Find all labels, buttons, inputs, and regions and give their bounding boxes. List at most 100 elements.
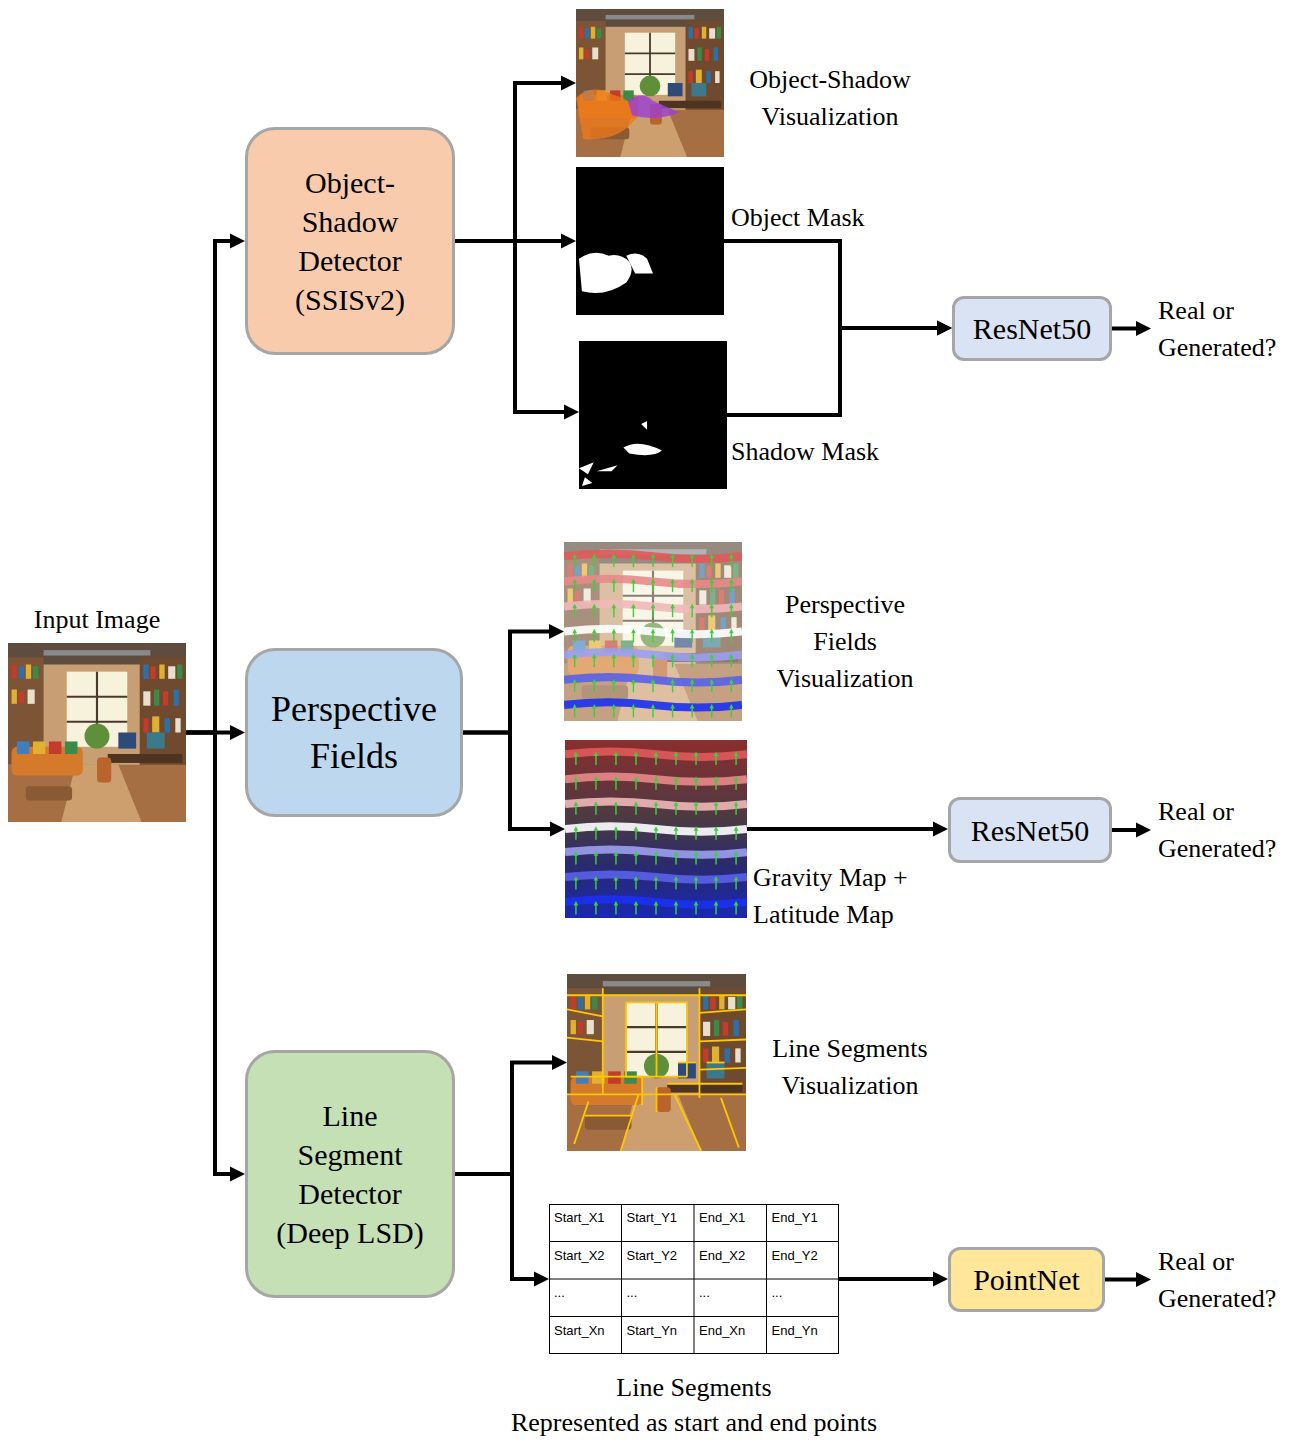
picture-part: [592, 554, 597, 558]
picture-part: [634, 901, 639, 905]
picture-part: [174, 690, 179, 706]
connector: [747, 822, 948, 837]
picture-part: [690, 654, 695, 658]
box-text-group: Perspective Fields: [259, 686, 449, 780]
picture-part: [565, 740, 747, 918]
picture-part: [579, 253, 632, 293]
picture-part: [641, 1077, 643, 1105]
picture-part: [606, 15, 695, 19]
picture-part: [651, 554, 656, 558]
arrowhead: [230, 234, 245, 249]
picture-part: [729, 554, 734, 558]
connector-line: [747, 827, 936, 831]
connector: [463, 733, 565, 837]
picture-part: [714, 1020, 719, 1036]
picture-part: [703, 1022, 710, 1036]
picture-part: [709, 28, 715, 38]
table-cell: ...: [772, 1285, 783, 1301]
arrowhead: [534, 1272, 549, 1287]
picture-part: [572, 679, 577, 683]
picture-part: [694, 752, 699, 756]
picture-part: [159, 664, 164, 678]
illustration: [579, 341, 727, 489]
output-question: Real or Generated?: [1158, 793, 1306, 867]
picture-part: [97, 758, 111, 783]
image-label: Gravity Map + Latitude Map: [753, 859, 928, 933]
connector-line: [727, 328, 940, 415]
picture-part: [709, 604, 714, 608]
process-box: ResNet50: [952, 296, 1112, 361]
picture-part: [709, 579, 714, 583]
picture-part: [657, 1087, 671, 1112]
picture-part: [152, 716, 159, 732]
box-label: Object- Shadow Detector (SSISv2): [270, 163, 430, 319]
picture-part: [118, 733, 136, 749]
picture-part: [734, 851, 739, 855]
box-label: Perspective Fields: [259, 686, 449, 780]
arrowhead: [1136, 1272, 1151, 1287]
picture-part: [597, 465, 618, 471]
picture-part: [576, 9, 724, 157]
picture-part: [709, 654, 714, 658]
picture-part: [592, 604, 597, 608]
picture-part: [564, 652, 742, 657]
picture-part: [597, 28, 601, 38]
picture-part: [670, 704, 675, 708]
picture-part: [697, 47, 701, 60]
picture-part: [651, 679, 656, 683]
connector-line: [455, 83, 564, 241]
picture-part: [674, 752, 679, 756]
image-label: Line Segments Visualization: [750, 1030, 950, 1104]
box-label: ResNet50: [973, 309, 1091, 348]
output-arrow: [1105, 1272, 1151, 1287]
connector: [455, 76, 576, 242]
picture-part: [659, 101, 721, 108]
picture-part: [674, 776, 679, 780]
picture-part: [168, 666, 175, 679]
picture-part: [686, 1002, 688, 1076]
picture-part: [714, 776, 719, 780]
table-cell: Start_Y2: [627, 1248, 678, 1264]
image-label: Object Mask: [731, 199, 911, 236]
picture-part: [714, 801, 719, 805]
picture-part: [572, 554, 577, 558]
picture-part: [670, 554, 675, 558]
picture-part: [651, 629, 656, 633]
picture-part: [585, 995, 590, 1009]
picture-part: [163, 691, 168, 705]
arrowhead: [564, 405, 579, 420]
image-label: Object-Shadow Visualization: [732, 61, 928, 135]
picture-part: [654, 801, 659, 805]
table-cell: End_Yn: [772, 1323, 818, 1339]
arrowhead: [552, 1055, 567, 1070]
table-cell: Start_X1: [554, 1210, 605, 1226]
connector: [186, 733, 245, 1182]
output-arrow: [1112, 823, 1151, 838]
picture-part: [592, 704, 597, 708]
picture-part: [688, 27, 692, 39]
picture-part: [26, 786, 72, 800]
table-cell: End_Xn: [699, 1323, 745, 1339]
picture-part: [714, 901, 719, 905]
picture-part: [631, 629, 636, 633]
picture-part: [634, 752, 639, 756]
picture-part: [694, 776, 699, 780]
picture-part: [699, 1039, 746, 1041]
picture-part: [670, 654, 675, 658]
picture-part: [579, 47, 583, 59]
picture-part: [710, 997, 715, 1009]
picture-part: [612, 554, 617, 558]
picture-part: [147, 733, 165, 749]
connector-line: [186, 241, 233, 733]
picture-part: [690, 554, 695, 558]
picture-part: [582, 477, 592, 486]
image-thumbnail: Line Segments Visualization: [567, 974, 746, 1151]
connector-line: [724, 241, 940, 328]
picture-part: [719, 995, 724, 1009]
picture-part: [628, 96, 680, 118]
picture-part: [612, 579, 617, 583]
picture-part: [85, 724, 110, 749]
picture-part: [612, 704, 617, 708]
picture-part: [729, 704, 734, 708]
table-cell: End_Y1: [772, 1210, 818, 1226]
